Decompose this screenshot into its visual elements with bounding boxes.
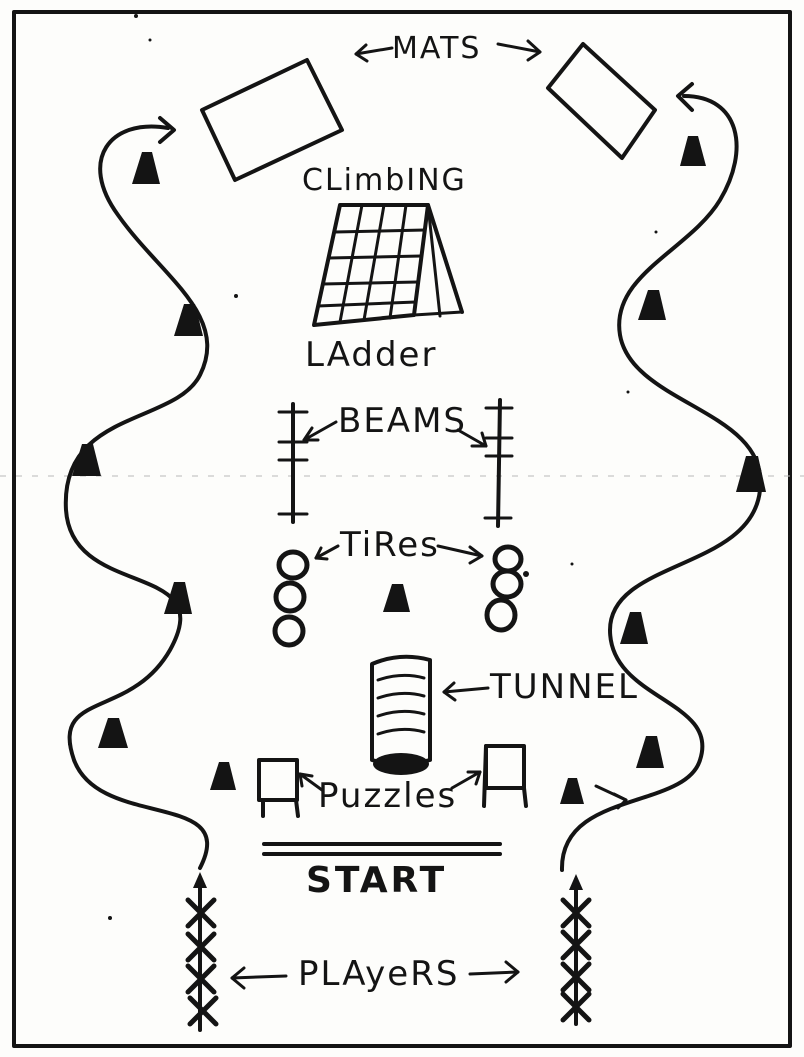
page-border bbox=[12, 10, 792, 1048]
cone-icon bbox=[636, 736, 664, 768]
puzzles-arrow-left bbox=[298, 772, 324, 792]
tire-icon bbox=[484, 597, 518, 633]
small-arrow-right bbox=[594, 784, 628, 810]
tire-stack-left bbox=[272, 549, 310, 648]
tire-icon bbox=[492, 544, 524, 574]
climbing-label: CLimbING bbox=[302, 163, 467, 198]
tire-icon bbox=[272, 614, 306, 648]
tunnel-label: TUNNEL bbox=[489, 667, 639, 707]
player-x-icon bbox=[185, 931, 217, 963]
cone-icon bbox=[383, 584, 410, 612]
left-path-arrowhead bbox=[158, 116, 176, 144]
beam-left bbox=[277, 402, 309, 524]
left-path bbox=[63, 124, 210, 870]
tire-icon bbox=[273, 580, 307, 614]
cone-icon bbox=[560, 778, 584, 804]
tire-icon bbox=[490, 568, 524, 600]
puzzles-label: Puzzles bbox=[318, 776, 457, 816]
cone-icon bbox=[736, 456, 766, 492]
beams-arrow-right bbox=[456, 428, 488, 448]
climbing-ladder-icon bbox=[312, 203, 464, 327]
player-x-icon bbox=[560, 897, 592, 929]
cone-icon bbox=[638, 290, 666, 320]
puzzle-left bbox=[257, 758, 300, 818]
players-left bbox=[185, 872, 219, 1032]
players-arrow-left bbox=[230, 966, 288, 990]
arrow-icon bbox=[193, 872, 207, 888]
player-x-icon bbox=[185, 963, 217, 995]
player-x-icon bbox=[560, 991, 592, 1023]
beams-label: BEAMS bbox=[338, 401, 467, 441]
player-x-icon bbox=[560, 961, 592, 993]
tires-arrow-right bbox=[436, 544, 484, 565]
tire-stack-right bbox=[484, 544, 524, 633]
cone-icon bbox=[132, 152, 160, 184]
beam-right bbox=[483, 398, 514, 528]
paper-specks bbox=[68, 14, 658, 920]
tires-arrow-left bbox=[314, 544, 340, 561]
player-x-icon bbox=[560, 929, 592, 961]
cone-icon bbox=[72, 444, 101, 476]
tire-icon bbox=[276, 549, 310, 581]
right-path-arrowhead bbox=[676, 82, 694, 112]
arrow-icon bbox=[569, 874, 583, 890]
cone-icon bbox=[210, 762, 236, 790]
puzzles-arrow-right bbox=[450, 770, 482, 790]
mats-arrow-left bbox=[354, 43, 394, 63]
tires-label: TiRes bbox=[339, 525, 440, 565]
right-path bbox=[559, 94, 763, 872]
tunnel-icon bbox=[370, 654, 432, 775]
cone-icon bbox=[98, 718, 128, 748]
player-x-icon bbox=[187, 995, 219, 1027]
tunnel-arrow bbox=[442, 681, 490, 702]
beams-arrow-left bbox=[302, 420, 338, 442]
mats-arrow-right bbox=[496, 39, 542, 62]
cone-icon bbox=[620, 612, 648, 644]
cone-icon bbox=[164, 582, 192, 614]
players-arrow-right bbox=[468, 960, 520, 984]
puzzle-right bbox=[482, 744, 528, 808]
mat-right bbox=[546, 42, 657, 160]
cone-icon bbox=[680, 136, 706, 166]
mats-label: MATS bbox=[392, 31, 481, 66]
start-label: START bbox=[306, 860, 447, 901]
players-right bbox=[560, 874, 592, 1026]
players-label: PLAyeRS bbox=[298, 954, 459, 994]
mat-left bbox=[200, 58, 344, 182]
cone-icon bbox=[174, 304, 203, 336]
ladder-label: LAdder bbox=[305, 335, 437, 375]
player-x-icon bbox=[185, 897, 217, 929]
